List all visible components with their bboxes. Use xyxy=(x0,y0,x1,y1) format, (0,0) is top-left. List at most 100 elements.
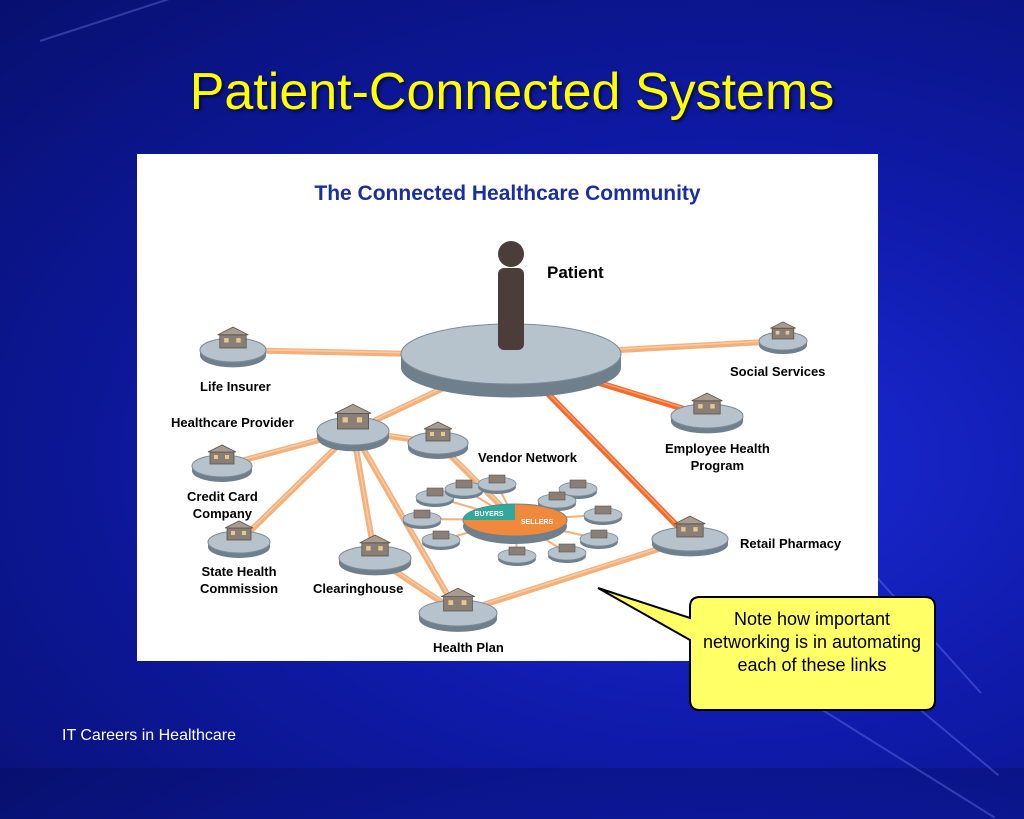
vendor-network-label: Vendor Network xyxy=(478,450,577,465)
building-window xyxy=(342,417,348,423)
satellite-building xyxy=(508,546,526,556)
building-window xyxy=(214,455,218,459)
building-body xyxy=(219,334,247,349)
healthcare-provider-disk xyxy=(316,416,390,452)
vendor-hub: BUYERS SELLERS xyxy=(402,474,623,566)
employee-health-program-disk xyxy=(670,403,744,434)
building-window xyxy=(441,432,445,436)
satellite-building xyxy=(590,529,608,539)
building-roof xyxy=(207,444,237,453)
building-roof xyxy=(441,587,475,598)
building-roof xyxy=(217,326,249,336)
hub-buyers-text: BUYERS xyxy=(474,511,504,518)
building-roof xyxy=(423,421,453,430)
callout-text: Note how important networking is in auto… xyxy=(702,609,922,675)
building-body xyxy=(676,523,704,538)
satellite-building xyxy=(432,530,450,540)
building-roof xyxy=(359,534,391,544)
building-window xyxy=(366,546,371,551)
building-body xyxy=(771,327,795,340)
life-insurer-building xyxy=(217,326,249,349)
building-window xyxy=(225,455,229,459)
satellite-building xyxy=(413,509,431,519)
credit-card-company-building xyxy=(207,444,237,465)
link-highlight xyxy=(457,537,691,613)
life-insurer-disk xyxy=(199,337,267,368)
clearinghouse-disk xyxy=(338,545,412,576)
clearinghouse-label: Clearinghouse xyxy=(313,581,404,596)
building-window xyxy=(775,330,780,335)
retail-pharmacy-building xyxy=(674,515,706,538)
building-window xyxy=(710,404,715,409)
clearinghouse-building xyxy=(359,534,391,557)
healthcare-provider-label: Healthcare Provider xyxy=(171,415,294,430)
patient-body xyxy=(498,268,524,350)
retail-pharmacy-label: Retail Pharmacy xyxy=(740,536,842,551)
link-line xyxy=(455,536,693,616)
building-roof xyxy=(674,515,706,525)
satellite-building xyxy=(455,479,473,489)
building-window xyxy=(698,404,703,409)
satellite-building xyxy=(426,487,444,497)
health-plan-building xyxy=(441,587,475,612)
footer-text: IT Careers in Healthcare xyxy=(62,727,236,744)
healthcare-provider-building xyxy=(334,403,372,430)
building-body xyxy=(425,428,451,442)
social-services-label: Social Services xyxy=(730,364,826,379)
slide-title: Patient-Connected Systems xyxy=(189,63,835,121)
building-body xyxy=(361,542,389,557)
building-window xyxy=(693,527,698,532)
state-health-commission-building xyxy=(224,520,254,541)
satellite-building xyxy=(569,479,587,489)
satellite-building xyxy=(488,474,506,484)
building-body xyxy=(693,400,721,415)
life-insurer-label: Life Insurer xyxy=(200,379,271,394)
building-window xyxy=(461,600,467,605)
health-plan-label: Health Plan xyxy=(433,640,504,655)
satellite-building xyxy=(558,543,576,553)
building-body xyxy=(336,412,369,430)
retail-pharmacy-disk xyxy=(651,526,729,557)
vendor-network-node-disk xyxy=(407,431,469,459)
building-window xyxy=(231,531,235,535)
building-window xyxy=(448,600,454,605)
diagram-panel: The Connected Healthcare Community BUYER… xyxy=(137,154,878,661)
building-body xyxy=(226,527,252,541)
building-window xyxy=(681,527,686,532)
employee-health-program-building xyxy=(691,392,723,415)
patient-platform xyxy=(400,323,622,398)
network-nodes xyxy=(191,241,808,632)
state-health-commission-disk xyxy=(207,530,271,558)
satellite-building xyxy=(594,505,612,515)
building-roof xyxy=(224,520,254,529)
building-window xyxy=(236,338,241,343)
hub-buyers-half xyxy=(463,504,515,520)
background-streak xyxy=(39,0,326,42)
building-roof xyxy=(770,321,796,329)
patient-figure xyxy=(498,241,524,350)
link-line xyxy=(236,428,356,545)
patient-head xyxy=(498,241,524,267)
health-plan-disk xyxy=(418,599,498,632)
building-window xyxy=(242,531,246,535)
hub-sellers-half xyxy=(463,504,567,536)
building-body xyxy=(443,596,473,612)
hub-sellers-text: SELLERS xyxy=(521,519,554,526)
patient-label: Patient xyxy=(547,263,604,282)
building-window xyxy=(785,330,790,335)
hub-outline xyxy=(462,503,568,537)
diagram-heading: The Connected Healthcare Community xyxy=(314,182,701,205)
network-diagram: BUYERS SELLERS xyxy=(191,241,808,632)
vendor-network-node-building xyxy=(423,421,453,442)
social-services-building xyxy=(770,321,796,340)
building-body xyxy=(209,451,235,465)
building-window xyxy=(430,432,434,436)
building-window xyxy=(356,417,363,423)
satellite-building xyxy=(548,491,566,501)
building-roof xyxy=(334,403,372,414)
building-window xyxy=(378,546,383,551)
building-window xyxy=(224,338,229,343)
